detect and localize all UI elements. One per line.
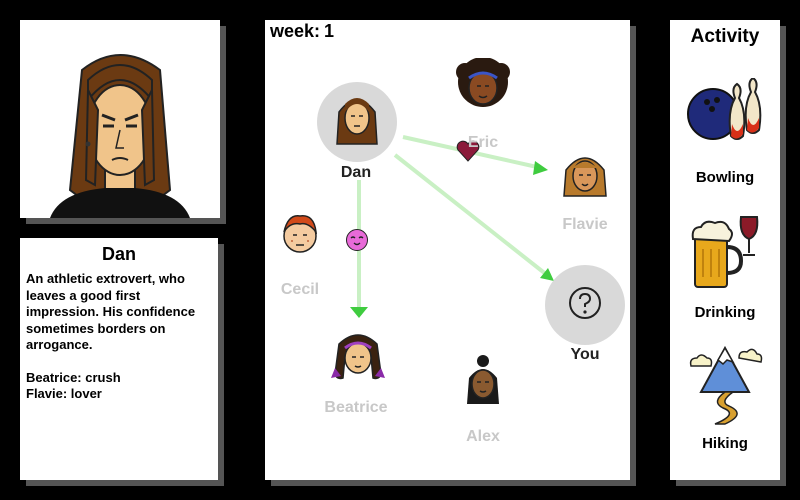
cecil-avatar[interactable]	[280, 212, 320, 254]
character-description: An athletic extrovert, who leaves a good…	[26, 271, 196, 352]
week-counter: week:1	[270, 21, 334, 42]
arrow-head-icon	[540, 268, 554, 281]
character-name: Dan	[101, 244, 136, 264]
alex-avatar[interactable]	[465, 354, 501, 410]
bowling-icon	[687, 76, 762, 140]
node-label-beatrice: Beatrice	[324, 399, 388, 416]
activity-hiking[interactable]: Hiking	[670, 344, 780, 452]
dan-portrait	[50, 54, 190, 218]
activity-label: Bowling	[695, 169, 755, 186]
node-label-dan: Dan	[340, 164, 372, 181]
week-label: week:	[270, 21, 321, 41]
activity-title: Activity	[690, 26, 760, 47]
arrow-head-icon	[533, 161, 548, 175]
beatrice-avatar[interactable]	[329, 330, 387, 382]
node-label-cecil: Cecil	[280, 281, 320, 298]
relationship-graph: week:1 Dan Eric	[265, 20, 630, 480]
node-label-flavie: Flavie	[562, 216, 608, 233]
node-label-alex: Alex	[466, 428, 500, 445]
relation-item: Beatrice: crush	[26, 369, 121, 385]
blush-face-icon	[346, 229, 368, 251]
question-mark-icon[interactable]	[567, 285, 603, 321]
eric-avatar[interactable]	[453, 58, 513, 110]
node-label-eric: Eric	[467, 134, 499, 151]
activity-label: Hiking	[702, 435, 748, 452]
beer-wine-icon	[691, 216, 759, 288]
activity-bowling[interactable]: Bowling	[670, 76, 780, 186]
arrow-head-icon	[350, 307, 368, 318]
flavie-avatar[interactable]	[562, 150, 608, 202]
heart-icon	[456, 140, 480, 162]
activity-drinking[interactable]: Drinking	[670, 213, 780, 321]
portrait-panel	[20, 20, 220, 218]
node-label-you: You	[570, 346, 600, 363]
edge-dan-you	[393, 153, 549, 277]
dan-avatar[interactable]	[333, 90, 381, 146]
character-info-panel: Dan An athletic extrovert, who leaves a …	[20, 238, 218, 480]
relation-item: Flavie: lover	[26, 386, 102, 401]
activity-panel: Activity Bowling Drinking	[670, 20, 780, 480]
relations-list: Beatrice: crush Flavie: lover	[20, 370, 218, 403]
activity-label: Drinking	[694, 304, 756, 321]
mountain-icon	[689, 345, 763, 425]
week-value: 1	[324, 21, 335, 41]
